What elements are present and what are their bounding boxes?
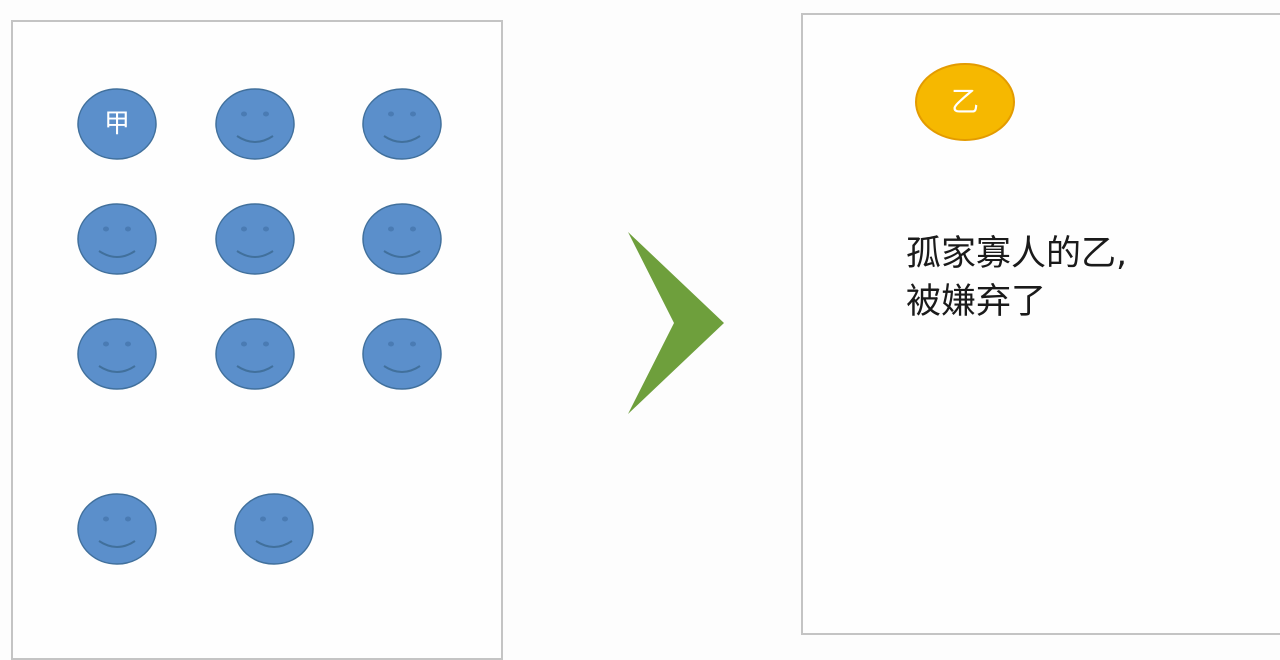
person-yi-circle: 乙: [914, 62, 1016, 142]
person-jia-circle: 甲: [77, 88, 157, 160]
smiley-face-icon: [215, 203, 295, 275]
chevron-right-icon: [628, 232, 724, 414]
person-jia-label: 甲: [103, 109, 130, 139]
smiley-face-icon: [362, 88, 442, 160]
smiley-face-icon: [215, 88, 295, 160]
smiley-face-icon: [215, 318, 295, 390]
caption-line-2: 被嫌弃了: [906, 282, 1047, 322]
person-yi-label: 乙: [950, 85, 979, 118]
right-isolated-panel: [801, 13, 1280, 635]
smiley-face-icon: [77, 318, 157, 390]
smiley-face-icon: [362, 203, 442, 275]
smiley-face-icon: [234, 493, 314, 565]
smiley-face-icon: [77, 493, 157, 565]
caption-text: 孤家寡人的乙, 被嫌弃了: [906, 230, 1236, 326]
smiley-face-icon: [362, 318, 442, 390]
caption-line-1: 孤家寡人的乙,: [906, 234, 1128, 274]
smiley-face-icon: [77, 203, 157, 275]
